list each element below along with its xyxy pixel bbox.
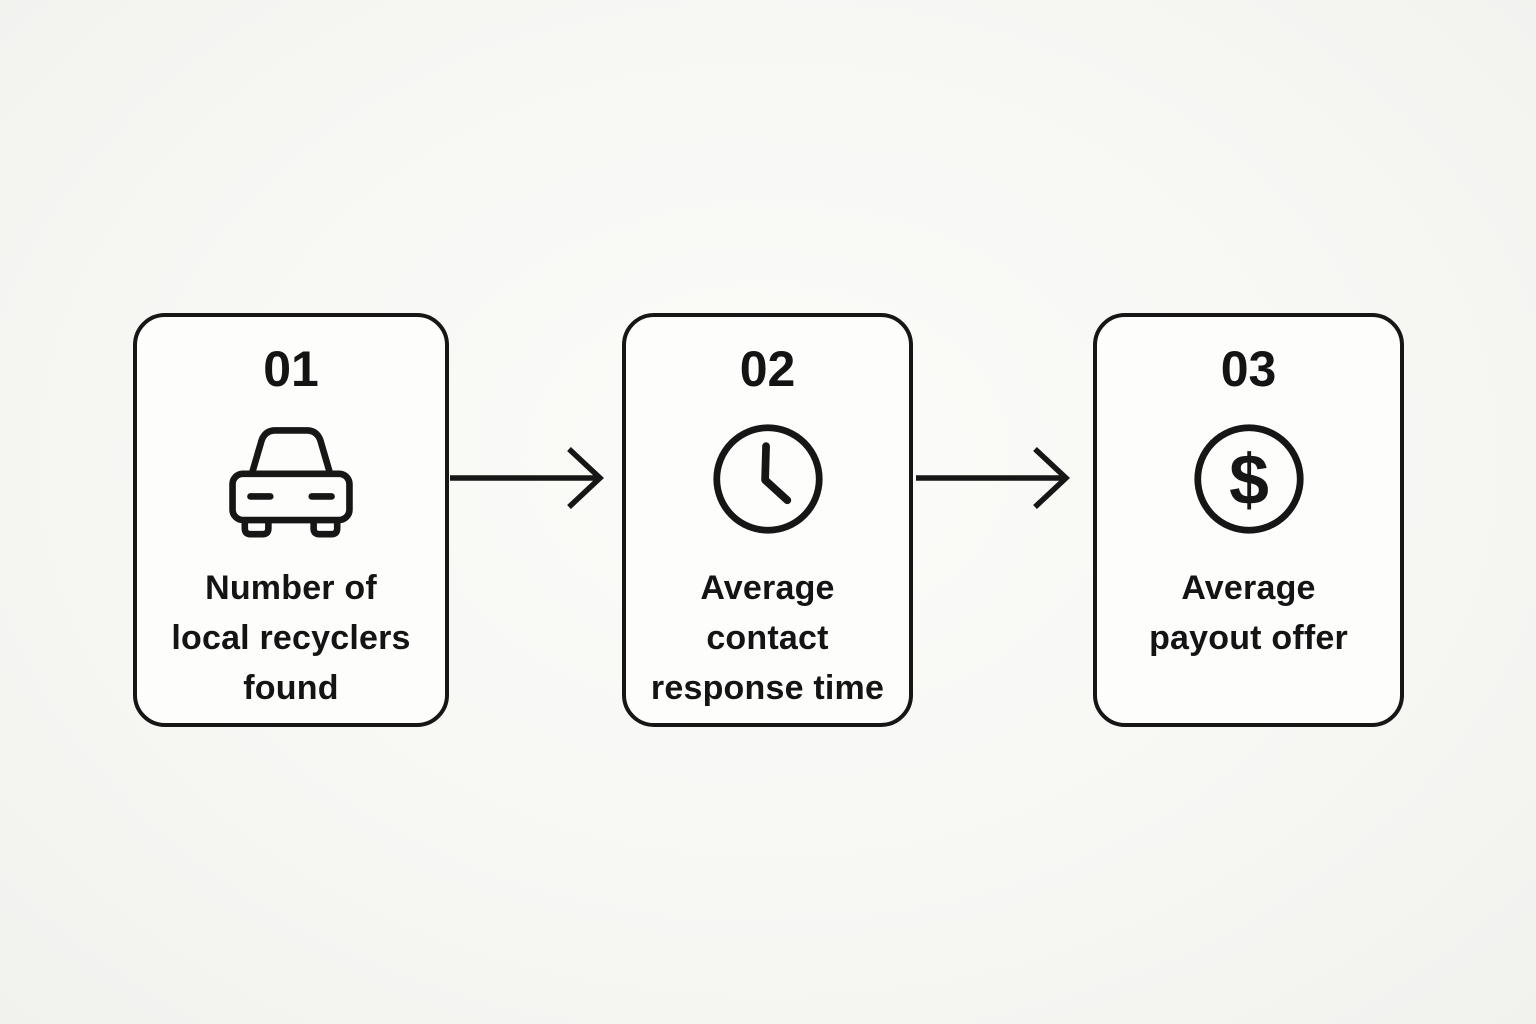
clock-icon [710,413,826,545]
step-card-3: 03 $ Average payout offer [1093,313,1404,727]
dollar-circle-icon: $ [1191,413,1307,545]
step-label-line: Average [700,569,835,607]
step-label-1: Number of local recyclers found [171,563,410,713]
step-label-line: found [243,669,339,707]
step-label-line: response time [650,669,885,707]
step-label-line: local recyclers [171,619,411,657]
arrow-right-icon [450,440,605,521]
step-label-2: Average contact response time [651,563,884,713]
car-icon [225,413,357,545]
step-number-3: 03 [1220,341,1277,397]
step-label-3: Average payout offer [1149,563,1348,663]
svg-text:$: $ [1229,440,1269,520]
step-card-2: 02 Average contact response time [622,313,913,727]
arrow-right-icon [916,440,1071,521]
step-label-line: contact [706,619,829,657]
step-label-line: Average [1181,569,1316,607]
step-label-line: Number of [205,569,377,607]
step-card-1: 01 Number of local recyclers found [133,313,449,727]
step-number-2: 02 [739,341,796,397]
step-number-1: 01 [263,341,319,397]
step-label-line: payout offer [1149,619,1348,657]
